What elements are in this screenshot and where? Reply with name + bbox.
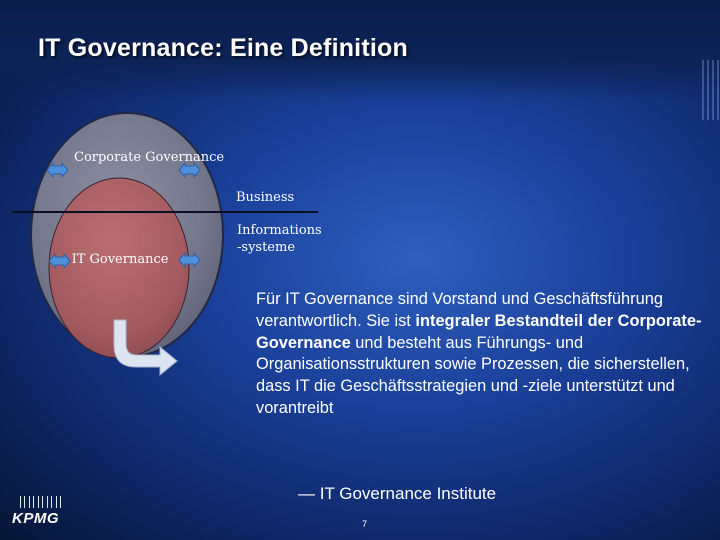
header-band: [0, 0, 720, 100]
it-governance-label: IT Governance: [71, 252, 169, 267]
informationssysteme-line-1: Informations: [237, 223, 322, 238]
quote-part-1: Für IT Governance sind Vorstand und Gesc…: [256, 290, 668, 330]
quote-emphasis: integraler Bestandteil der Corporate-Gov…: [256, 311, 702, 352]
business-label: Business: [236, 190, 295, 205]
corporate-governance-label: Corporate Governance: [74, 150, 225, 165]
informationssysteme-line-2: -systeme: [237, 240, 296, 255]
slide-title: IT Governance: Eine Definition: [38, 34, 408, 62]
informationssysteme-label: Informations -systeme: [237, 222, 322, 256]
page-number: 7: [362, 519, 368, 529]
double-arrow-icon: [46, 161, 201, 270]
logo-bars-icon: [18, 496, 64, 508]
definition-quote: Für IT Governance sind Vorstand und Gesc…: [256, 289, 712, 420]
decorative-stripes: [702, 60, 720, 120]
curved-arrow-icon: [113, 319, 178, 377]
logo-text: KPMG: [12, 510, 59, 527]
quote-part-3: und besteht aus Führungs- und Organisati…: [256, 333, 695, 417]
kpmg-logo: KPMG: [12, 496, 84, 532]
quote-attribution: — IT Governance Institute: [298, 484, 497, 503]
